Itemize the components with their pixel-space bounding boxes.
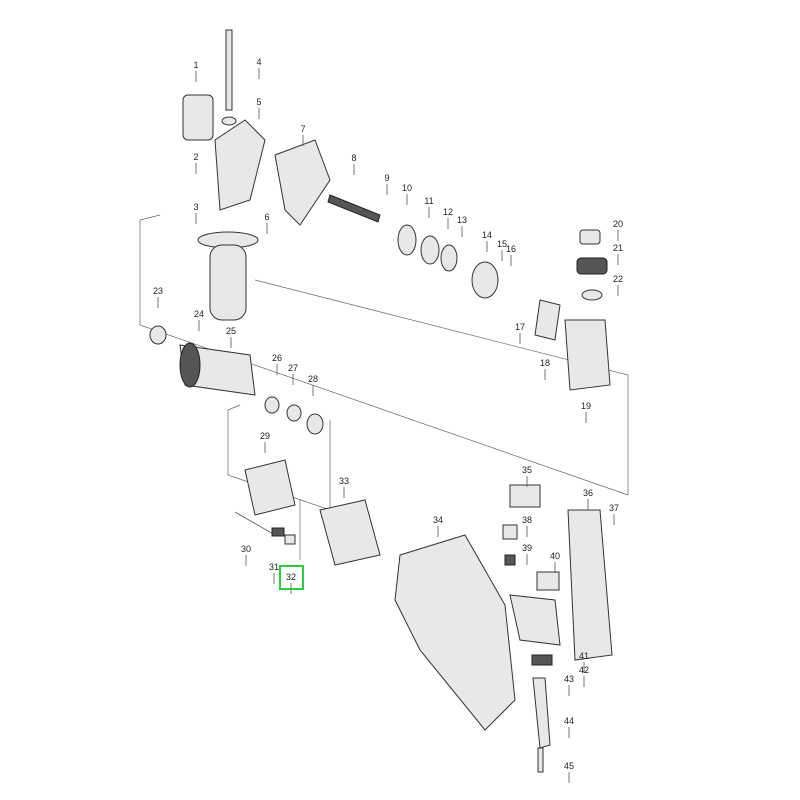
part-label-37[interactable]: 37 <box>609 503 619 513</box>
bearing-28 <box>306 413 324 435</box>
part-label-41[interactable]: 41 <box>579 651 589 661</box>
bearing <box>397 224 417 256</box>
part-label-16[interactable]: 16 <box>506 244 516 254</box>
part-label-20[interactable]: 20 <box>613 219 623 229</box>
part-label-28[interactable]: 28 <box>308 374 318 384</box>
part-label-33[interactable]: 33 <box>339 476 349 486</box>
guide-lines <box>139 214 629 560</box>
brush <box>271 527 285 537</box>
ring-27 <box>286 404 302 422</box>
terminal <box>504 554 516 566</box>
part-label-13[interactable]: 13 <box>457 215 467 225</box>
capacitor <box>502 524 518 540</box>
part-label-19[interactable]: 19 <box>581 401 591 411</box>
brush-holder <box>284 534 296 545</box>
spring <box>581 289 603 301</box>
baffle-plate <box>244 459 296 516</box>
part-label-29[interactable]: 29 <box>260 431 270 441</box>
part-label-6[interactable]: 6 <box>264 212 269 222</box>
part-label-27[interactable]: 27 <box>288 363 298 373</box>
part-label-3[interactable]: 3 <box>193 202 198 212</box>
part-label-30[interactable]: 30 <box>241 544 251 554</box>
part-label-10[interactable]: 10 <box>402 183 412 193</box>
strain-relief <box>531 654 553 666</box>
part-label-44[interactable]: 44 <box>564 716 574 726</box>
ring <box>420 235 440 265</box>
ball-bearing <box>149 325 167 345</box>
screw <box>234 511 276 536</box>
part-label-26[interactable]: 26 <box>272 353 282 363</box>
part-label-12[interactable]: 12 <box>443 207 453 217</box>
part-label-34[interactable]: 34 <box>433 515 443 525</box>
housing-cover <box>274 139 331 226</box>
part-label-39[interactable]: 39 <box>522 543 532 553</box>
part-label-40[interactable]: 40 <box>550 551 560 561</box>
highlighted-part-box <box>279 565 304 590</box>
part-label-23[interactable]: 23 <box>153 286 163 296</box>
part-label-21[interactable]: 21 <box>613 243 623 253</box>
lever <box>576 257 608 275</box>
motor-housing <box>394 534 516 731</box>
part-label-42[interactable]: 42 <box>579 665 589 675</box>
switch-block <box>536 571 560 591</box>
part-label-18[interactable]: 18 <box>540 358 550 368</box>
part-label-7[interactable]: 7 <box>300 124 305 134</box>
part-label-32[interactable]: 32 <box>286 572 296 582</box>
part-label-45[interactable]: 45 <box>564 761 574 771</box>
fan <box>179 342 201 388</box>
part-label-1[interactable]: 1 <box>193 60 198 70</box>
part-label-25[interactable]: 25 <box>226 326 236 336</box>
part-label-31[interactable]: 31 <box>269 562 279 572</box>
part-label-43[interactable]: 43 <box>564 674 574 684</box>
gear <box>471 261 499 299</box>
side-grip <box>209 244 247 321</box>
part-label-15[interactable]: 15 <box>497 239 507 249</box>
bolt <box>225 29 233 111</box>
plate <box>534 299 561 341</box>
part-shapes <box>149 29 613 773</box>
part-label-5[interactable]: 5 <box>256 97 261 107</box>
gear-housing <box>214 119 266 211</box>
part-label-24[interactable]: 24 <box>194 309 204 319</box>
part-label-8[interactable]: 8 <box>351 153 356 163</box>
retaining-ring <box>440 244 458 272</box>
part-label-11[interactable]: 11 <box>424 196 433 206</box>
part-labels: 1234567891011121314151617181920212223242… <box>153 57 623 783</box>
washer <box>221 116 237 126</box>
part-label-9[interactable]: 9 <box>384 173 389 183</box>
cord-guard <box>532 677 551 749</box>
field <box>319 499 381 566</box>
knob <box>579 229 601 245</box>
part-label-17[interactable]: 17 <box>515 322 525 332</box>
ring-26 <box>264 396 280 414</box>
spindle <box>327 194 381 223</box>
handle-cover <box>567 509 613 661</box>
name-plate <box>509 484 541 508</box>
part-label-22[interactable]: 22 <box>613 274 623 284</box>
power-cord <box>537 747 544 773</box>
part-label-36[interactable]: 36 <box>583 488 593 498</box>
switch <box>509 594 561 646</box>
part-label-4[interactable]: 4 <box>256 57 261 67</box>
drill-chuck <box>182 94 214 141</box>
part-label-38[interactable]: 38 <box>522 515 532 525</box>
part-label-2[interactable]: 2 <box>193 152 198 162</box>
part-label-14[interactable]: 14 <box>482 230 492 240</box>
part-label-35[interactable]: 35 <box>522 465 532 475</box>
gear-cover <box>564 319 611 391</box>
